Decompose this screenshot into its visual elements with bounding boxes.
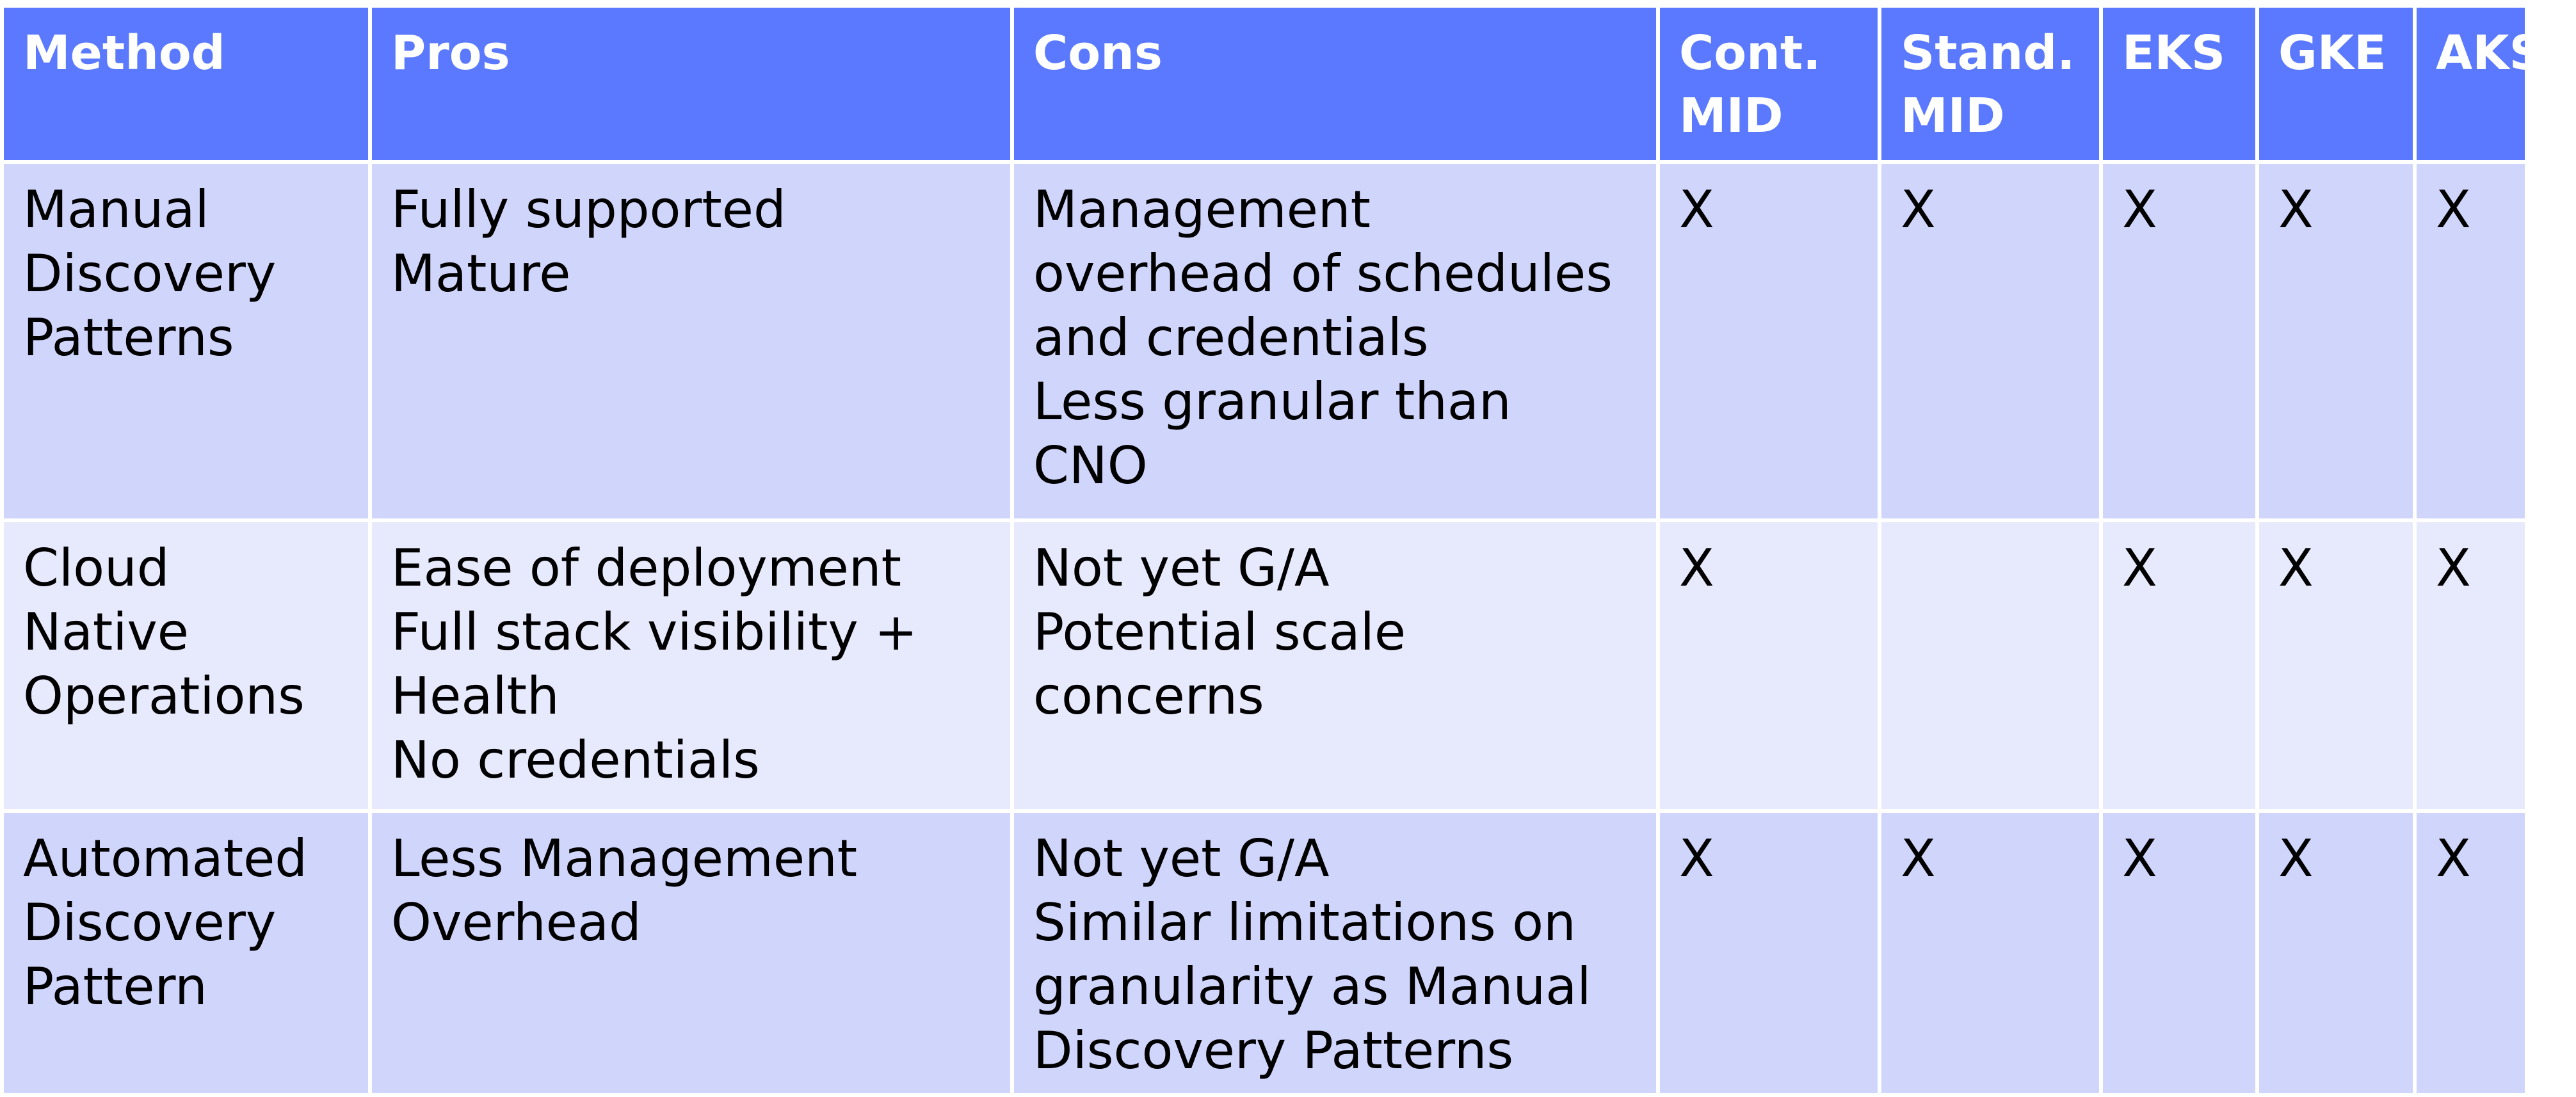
header-method: Method: [0, 4, 372, 164]
cons-cell: Not yet G/A Similar limitations on granu…: [1010, 809, 1660, 1097]
method-cell: Manual Discovery Patterns: [0, 160, 372, 522]
method-line: Automated: [23, 829, 308, 888]
header-eks: EKS: [2099, 4, 2259, 164]
aks-cell: X: [2413, 160, 2529, 522]
gke-cell: X: [2255, 160, 2417, 522]
pros-line: Fully supported: [391, 180, 786, 239]
cons-cell: Not yet G/A Potential scale concerns: [1010, 518, 1660, 813]
header-eks-label: EKS: [2122, 26, 2226, 81]
support-mark: X: [2278, 180, 2314, 239]
method-line: Patterns: [23, 308, 234, 367]
cons-line: Not yet G/A: [1033, 829, 1330, 888]
cons-line: Less granular than: [1033, 372, 1511, 431]
method-line: Operations: [23, 666, 305, 726]
cons-line: Not yet G/A: [1033, 538, 1330, 598]
cont-mid-cell: X: [1656, 809, 1881, 1097]
method-cell: Cloud Native Operations: [0, 518, 372, 813]
support-mark: X: [2122, 180, 2157, 239]
cons-line: Discovery Patterns: [1033, 1021, 1514, 1080]
support-mark: X: [2278, 829, 2314, 888]
support-mark: X: [2122, 538, 2157, 598]
pros-line: Mature: [391, 244, 571, 303]
method-line: Discovery: [23, 893, 277, 952]
eks-cell: X: [2099, 518, 2259, 813]
method-line: Native: [23, 602, 189, 662]
header-gke-label: GKE: [2278, 26, 2387, 81]
stand-mid-cell: X: [1878, 160, 2103, 522]
aks-cell: X: [2413, 518, 2529, 813]
method-line: Discovery: [23, 244, 277, 303]
cons-line: concerns: [1033, 666, 1264, 726]
pros-line: Less Management: [391, 829, 858, 888]
header-cont-mid-line1: Cont.: [1679, 26, 1821, 81]
stand-mid-cell: X: [1878, 809, 2103, 1097]
support-mark: X: [2278, 538, 2314, 598]
support-mark: X: [2436, 538, 2471, 598]
header-gke: GKE: [2255, 4, 2417, 164]
stand-mid-cell: [1878, 518, 2103, 813]
support-mark: X: [1901, 829, 1936, 888]
cont-mid-cell: X: [1656, 518, 1881, 813]
aks-cell: X: [2413, 809, 2529, 1097]
header-stand-mid-line1: Stand.: [1901, 26, 2075, 81]
comparison-table: Method Pros Cons Cont. MID Stand. MID EK…: [0, 4, 2543, 1097]
header-aks: AKS: [2413, 4, 2543, 164]
header-cons: Cons: [1010, 4, 1660, 164]
pros-cell: Ease of deployment Full stack visibility…: [368, 518, 1014, 813]
header-stand-mid-line2: MID: [1901, 88, 2005, 143]
support-mark: X: [2436, 180, 2471, 239]
pros-line: Full stack visibility +: [391, 602, 918, 662]
header-row: Method Pros Cons Cont. MID Stand. MID EK…: [0, 4, 2543, 164]
table-row: Automated Discovery Pattern Less Managem…: [0, 809, 2529, 1097]
support-mark: X: [2122, 829, 2157, 888]
cons-line: CNO: [1033, 436, 1148, 495]
cons-line: and credentials: [1033, 308, 1429, 367]
method-line: Pattern: [23, 957, 207, 1016]
pros-line: Overhead: [391, 893, 641, 952]
support-mark: X: [2436, 829, 2471, 888]
header-cont-mid-line2: MID: [1679, 88, 1783, 143]
cons-cell: Management overhead of schedules and cre…: [1010, 160, 1660, 522]
cons-line: Similar limitations on: [1033, 893, 1576, 952]
cons-line: Potential scale: [1033, 602, 1406, 662]
support-mark: X: [1679, 538, 1714, 598]
eks-cell: X: [2099, 160, 2259, 522]
eks-cell: X: [2099, 809, 2259, 1097]
method-line: Cloud: [23, 538, 170, 598]
cons-line: overhead of schedules: [1033, 244, 1613, 303]
header-cont-mid: Cont. MID: [1656, 4, 1881, 164]
gke-cell: X: [2255, 809, 2417, 1097]
cons-line: Management: [1033, 180, 1371, 239]
header-cons-label: Cons: [1033, 26, 1163, 81]
method-cell: Automated Discovery Pattern: [0, 809, 372, 1097]
header-pros-label: Pros: [391, 26, 510, 81]
pros-line: Health: [391, 666, 559, 726]
table-row: Manual Discovery Patterns Fully supporte…: [0, 160, 2529, 522]
cons-line: granularity as Manual: [1033, 957, 1591, 1016]
support-mark: X: [1901, 180, 1936, 239]
cont-mid-cell: X: [1656, 160, 1881, 522]
header-aks-label: AKS: [2436, 26, 2543, 81]
support-mark: X: [1679, 829, 1714, 888]
header-pros: Pros: [368, 4, 1014, 164]
pros-cell: Fully supported Mature: [368, 160, 1014, 522]
header-stand-mid: Stand. MID: [1878, 4, 2103, 164]
support-mark: X: [1679, 180, 1714, 239]
pros-cell: Less Management Overhead: [368, 809, 1014, 1097]
table-row: Cloud Native Operations Ease of deployme…: [0, 518, 2529, 813]
pros-line: Ease of deployment: [391, 538, 901, 598]
header-method-label: Method: [23, 26, 225, 81]
gke-cell: X: [2255, 518, 2417, 813]
method-line: Manual: [23, 180, 209, 239]
pros-line: No credentials: [391, 730, 760, 790]
